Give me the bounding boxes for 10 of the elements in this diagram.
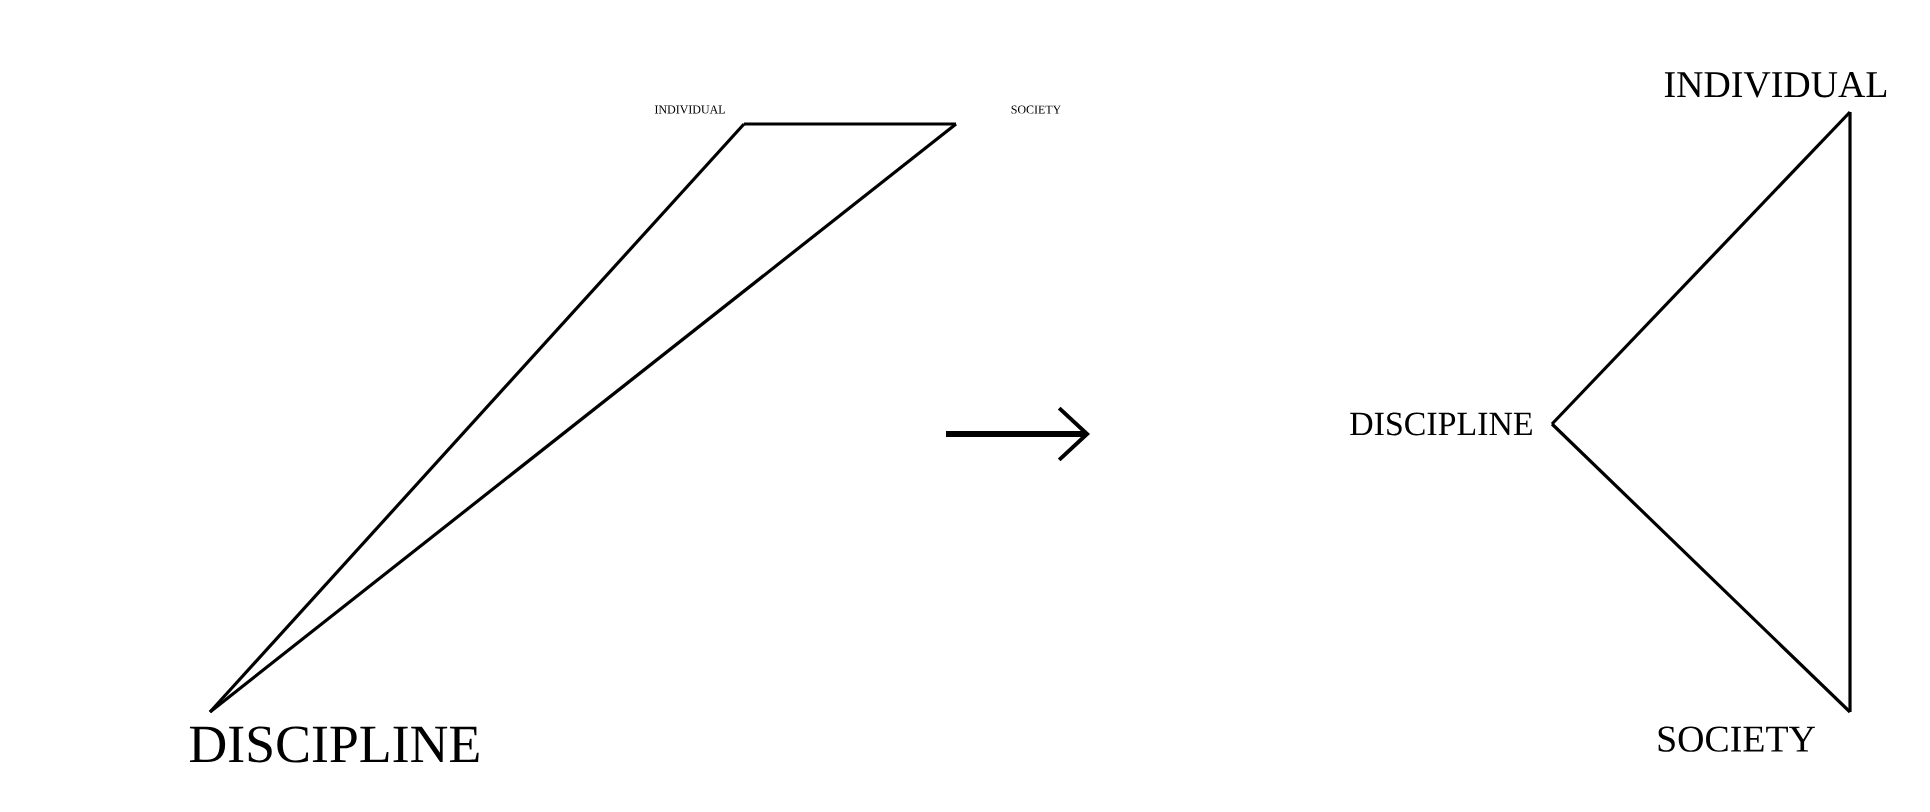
triangle-side bbox=[744, 122, 956, 126]
triangle-side bbox=[1550, 422, 1852, 714]
vertex-label: DISCIPLINE bbox=[1350, 412, 1532, 436]
vertex-label: SOCIETY bbox=[1658, 726, 1815, 752]
triangle-side bbox=[1550, 110, 1852, 426]
triangle-side bbox=[209, 122, 957, 714]
triangle-side bbox=[208, 122, 746, 714]
vertex-label: DISCIPLINE bbox=[189, 726, 479, 763]
vertex-label: INDIVIDUAL bbox=[1664, 72, 1887, 98]
triangle-side bbox=[1848, 112, 1852, 712]
